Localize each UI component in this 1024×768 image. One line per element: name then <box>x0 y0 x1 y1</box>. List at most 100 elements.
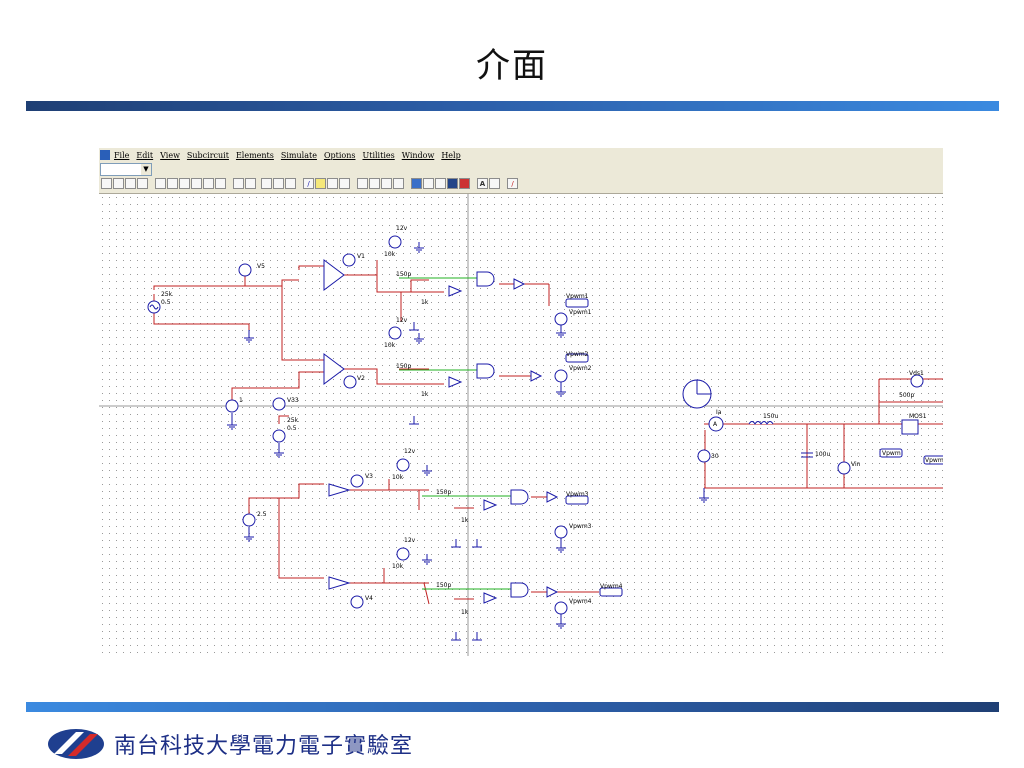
label-1k-2: 1k <box>421 391 429 398</box>
label-vpwm2: Vpwm2 <box>569 365 592 372</box>
stop-icon[interactable] <box>435 178 446 189</box>
rotate-icon[interactable] <box>261 178 272 189</box>
label-dc-25: 2.5 <box>257 511 267 518</box>
label-v2: V2 <box>357 375 365 382</box>
label-150p-2: 150p <box>396 363 411 370</box>
text-icon[interactable]: A <box>477 178 488 189</box>
undo-icon[interactable] <box>191 178 202 189</box>
label-10k-4: 10k <box>392 563 404 570</box>
element-combo-row: ▼ <box>99 162 943 176</box>
label-150p-3: 150p <box>436 489 451 496</box>
label-1k-3: 1k <box>461 517 469 524</box>
pointer-icon[interactable] <box>339 178 350 189</box>
flip-vertical-icon[interactable] <box>285 178 296 189</box>
menu-bar: File Edit View Subcircuit Elements Simul… <box>99 148 943 162</box>
label-30: 30 <box>711 453 719 460</box>
label-10k-3: 10k <box>392 474 404 481</box>
run-simulation-icon[interactable] <box>411 178 422 189</box>
paste-icon[interactable] <box>179 178 190 189</box>
footer-divider-bar <box>26 702 999 712</box>
redo-icon[interactable] <box>203 178 214 189</box>
label-src-amp-1: 0.5 <box>161 299 171 306</box>
label-v3: V3 <box>365 473 373 480</box>
bookmark-icon[interactable] <box>489 178 500 189</box>
record-icon[interactable] <box>459 178 470 189</box>
wire-pen-icon[interactable]: / <box>303 178 314 189</box>
menu-window[interactable]: Window <box>401 150 435 160</box>
menu-elements[interactable]: Elements <box>235 150 274 160</box>
menu-options[interactable]: Options <box>323 150 356 160</box>
label-150p-4: 150p <box>436 582 451 589</box>
label-src-amp-2: 0.5 <box>287 425 297 432</box>
label-500p: 500p <box>899 392 914 399</box>
label-100u: 100u <box>815 451 830 458</box>
print-icon[interactable] <box>137 178 148 189</box>
footer: 南台科技大學電力電子實驗室 <box>46 726 413 762</box>
menu-simulate[interactable]: Simulate <box>280 150 317 160</box>
label-src-freq-1: 25k <box>161 291 173 298</box>
delete-icon[interactable] <box>245 178 256 189</box>
label-1k-1: 1k <box>421 299 429 306</box>
save-icon[interactable] <box>125 178 136 189</box>
label-ia: Ia <box>716 409 722 416</box>
menu-subcircuit[interactable]: Subcircuit <box>186 150 229 160</box>
label-vpwm3: Vpwm3 <box>569 523 592 530</box>
open-folder-icon[interactable] <box>113 178 124 189</box>
menu-help[interactable]: Help <box>441 150 461 160</box>
tag-vpwm3: Vpwm3 <box>566 491 589 498</box>
chevron-down-icon[interactable]: ▼ <box>141 164 151 175</box>
toolbar: / A / <box>99 176 943 194</box>
label-150u: 150u <box>763 413 778 420</box>
label-v33: V33 <box>287 397 299 404</box>
label-150p-1: 150p <box>396 271 411 278</box>
new-file-icon[interactable] <box>101 178 112 189</box>
label-vpwm1: Vpwm1 <box>569 309 592 316</box>
probe-icon[interactable]: / <box>507 178 518 189</box>
label-12v-4: 12v <box>404 537 416 544</box>
label-icon[interactable] <box>315 178 326 189</box>
copy-icon[interactable] <box>167 178 178 189</box>
label-12v-1: 12v <box>396 225 408 232</box>
lab-name: 南台科技大學電力電子實驗室 <box>114 734 414 759</box>
label-v4: V4 <box>365 595 373 602</box>
label-vin: Vin <box>851 461 861 468</box>
menu-edit[interactable]: Edit <box>136 150 154 160</box>
tag-vpwm1: Vpwm1 <box>566 293 589 300</box>
header-divider-bar <box>26 101 999 111</box>
tag-vpwm4: Vpwm4 <box>600 583 623 590</box>
zoom-out-icon[interactable] <box>369 178 380 189</box>
label-mos1: MOS1 <box>909 413 927 420</box>
menu-file[interactable]: File <box>114 150 130 160</box>
zoom-fit-icon[interactable] <box>381 178 392 189</box>
menu-view[interactable]: View <box>160 150 180 160</box>
flip-horizontal-icon[interactable] <box>273 178 284 189</box>
simview-icon[interactable] <box>447 178 458 189</box>
page-icon[interactable] <box>393 178 404 189</box>
slide-title: 介面 <box>476 46 548 86</box>
label-dc-1: 1 <box>239 397 243 404</box>
app-icon <box>100 150 110 160</box>
zoom-in-icon[interactable] <box>357 178 368 189</box>
label-v1: V1 <box>357 253 365 260</box>
check-icon[interactable] <box>233 178 244 189</box>
label-10k-1: 10k <box>384 251 396 258</box>
schematic-canvas[interactable]: V5 V1 V2 V3 V4 V33 25k 0.5 25k 0.5 1 2.5… <box>99 194 943 656</box>
label-12v-3: 12v <box>404 448 416 455</box>
label-vds1: Vds1 <box>909 370 924 377</box>
label-ammeter: A <box>713 421 718 428</box>
label-src-freq-2: 25k <box>287 417 299 424</box>
label-10k-2: 10k <box>384 342 396 349</box>
label-12v-2: 12v <box>396 317 408 324</box>
clipboard-icon[interactable] <box>215 178 226 189</box>
hand-pan-icon[interactable] <box>327 178 338 189</box>
menu-utilities[interactable]: Utilities <box>362 150 395 160</box>
psim-window: File Edit View Subcircuit Elements Simul… <box>99 148 943 656</box>
cut-icon[interactable] <box>155 178 166 189</box>
tag-vpwm-gate: Vpwm <box>882 450 901 457</box>
pause-icon[interactable] <box>423 178 434 189</box>
label-v5: V5 <box>257 263 265 270</box>
element-select[interactable]: ▼ <box>100 163 152 176</box>
university-logo-icon <box>48 729 104 759</box>
tag-vpwm2: Vpwm2 <box>566 351 589 358</box>
label-vpwm4: Vpwm4 <box>569 598 592 605</box>
